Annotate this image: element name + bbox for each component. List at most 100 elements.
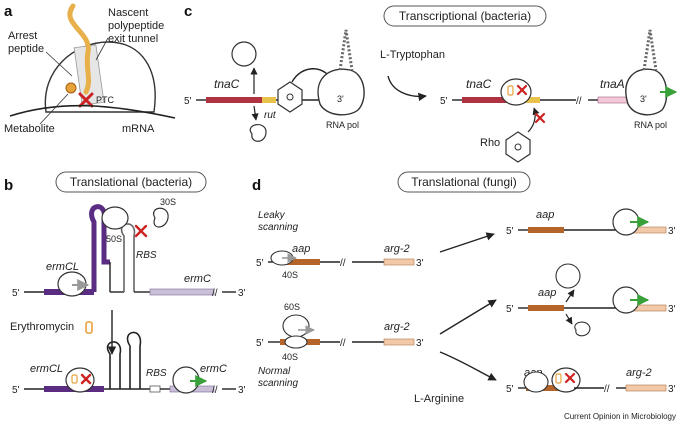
d-leaky-arg2-bar	[383, 258, 415, 266]
b-top-block-icon	[134, 224, 148, 238]
label-arrest-peptide: Arrest peptide	[8, 30, 44, 55]
d-leaky-three-prime: 3'	[416, 258, 424, 269]
d-r3-block-icon	[564, 372, 576, 384]
d-normal-gap-marks: //	[340, 338, 346, 349]
panel-d: d Translational (fungi) Leaky scanning 5…	[252, 171, 676, 405]
c-right-tnaa-label: tnaA	[600, 77, 625, 91]
c-right-ribosome-block-icon	[516, 84, 528, 96]
d-normal-outcome-arrow-up	[439, 299, 497, 335]
d-normal-60s-subunit	[282, 314, 310, 338]
c-right-tryptophan-icon	[507, 85, 514, 96]
d-r3-arg2-bar	[625, 384, 667, 392]
b-erythromycin-icon	[85, 321, 93, 334]
d-r3-arginine-icon	[555, 373, 562, 384]
panel-c-letter: c	[184, 3, 192, 20]
c-left-rut-site	[262, 97, 276, 103]
d-r2-aap-label: aap	[538, 287, 556, 299]
b-bot-stem-loop-2	[126, 331, 142, 389]
d-normal-label: Normal scanning	[258, 366, 298, 389]
d-normal-five-prime: 5'	[256, 338, 264, 349]
d-leaky-arg2-label: arg-2	[384, 243, 410, 255]
c-right-tnac-label: tnaC	[466, 77, 492, 91]
d-r1-aap-label: aap	[536, 209, 554, 221]
label-exit-tunnel: Nascent polypeptide exit tunnel	[108, 7, 167, 45]
c-right-five-prime: 5'	[440, 96, 448, 107]
label-ptc: PTC	[96, 95, 115, 105]
d-r2-release-arrow-up	[565, 289, 575, 303]
d-r1-three-prime: 3'	[668, 226, 676, 237]
panel-b-letter: b	[4, 177, 13, 194]
mrna-strand	[9, 104, 176, 119]
panel-a: a Arrest peptide Nascent polypeptide exi…	[4, 3, 176, 135]
d-r1-aap-bar	[528, 227, 564, 233]
b-bot-ribosome	[65, 367, 95, 393]
c-released-subunit-bottom	[249, 124, 267, 142]
c-left-rnapol-label: RNA pol	[326, 120, 359, 130]
b-top-stem-loop-2	[120, 223, 136, 292]
b-bot-block-icon	[80, 373, 92, 385]
leader-metabolite	[39, 93, 69, 125]
d-r2-released-60s	[555, 263, 581, 289]
d-normal-40s-subunit	[284, 335, 308, 349]
b-30s-label: 30S	[160, 197, 176, 207]
d-r2-five-prime: 5'	[506, 304, 514, 315]
panel-c-title-pill: Transcriptional (bacteria)	[383, 5, 547, 27]
d-leaky-40s-label: 40S	[282, 270, 298, 280]
d-leaky-five-prime: 5'	[256, 258, 264, 269]
b-top-five-prime: 5'	[12, 288, 20, 299]
b-bot-rbs-box	[149, 385, 161, 393]
c-right-rut-site	[526, 97, 540, 103]
c-rho-label: Rho	[480, 137, 500, 149]
b-top-three-prime: 3'	[238, 288, 246, 299]
c-left-three-prime: 3'	[337, 94, 344, 104]
ptc-block-icon	[78, 92, 94, 108]
b-top-ermcl-label: ermCL	[46, 261, 79, 273]
c-left-rho-core	[286, 93, 294, 101]
panel-a-letter: a	[4, 3, 13, 20]
c-left-dna-helix	[338, 29, 354, 71]
d-normal-outcome-arrow-down	[439, 351, 497, 381]
leader-exit-tunnel	[95, 37, 109, 61]
b-top-ermc-bar	[149, 288, 215, 296]
panel-b-title: Translational (bacteria)	[70, 175, 192, 189]
d-normal-arg2-label: arg-2	[384, 321, 410, 333]
c-rho-binding-arrow	[527, 107, 540, 133]
d-r3-aap-bar	[526, 385, 574, 391]
arrest-peptide-chain	[67, 3, 91, 95]
b-bot-gap-marks: //	[212, 385, 218, 396]
c-right-tnac-bar	[462, 97, 526, 103]
d-leaky-gap-marks: //	[340, 258, 346, 269]
panel-c: c Transcriptional (bacteria) 5' tnaC rut…	[184, 3, 678, 163]
c-ltrp-label: L-Tryptophan	[380, 49, 445, 61]
panel-d-title-pill: Translational (fungi)	[397, 171, 531, 193]
panel-c-title: Transcriptional (bacteria)	[399, 9, 531, 23]
c-left-rut-label: rut	[264, 110, 277, 121]
d-r3-three-prime: 3'	[668, 384, 676, 395]
c-release-arrow-down	[251, 105, 259, 121]
d-leaky-aap-label: aap	[292, 243, 310, 255]
d-r2-aap-bar	[528, 305, 564, 311]
d-normal-arg2-bar	[383, 338, 415, 346]
b-bot-three-prime: 3'	[238, 385, 246, 396]
b-bot-rbs-label: RBS	[146, 368, 167, 379]
d-r2-release-arrow-down	[565, 313, 573, 325]
c-left-rna-polymerase	[317, 68, 365, 116]
b-50s-subunit	[101, 206, 129, 230]
d-r1-five-prime: 5'	[506, 226, 514, 237]
d-normal-40s-label: 40S	[282, 352, 298, 362]
b-erythromycin-label: Erythromycin	[10, 321, 74, 333]
c-right-dna-helix	[642, 29, 658, 71]
d-normal-60s-label: 60S	[284, 302, 300, 312]
c-right-stalled-ribosome	[500, 78, 532, 106]
c-transition-arrow	[387, 75, 427, 102]
c-left-tnac-bar	[206, 97, 262, 103]
d-r3-queued-ribosome	[523, 371, 549, 393]
b-bot-erythromycin-icon	[71, 374, 78, 384]
d-r3-arg2-label: arg-2	[626, 367, 652, 379]
c-right-rna-polymerase	[625, 68, 668, 116]
metabolite-dot	[65, 82, 77, 94]
c-right-three-prime: 3'	[640, 94, 647, 104]
leader-arrest-peptide	[45, 51, 73, 77]
d-leaky-outcome-arrow	[439, 232, 495, 253]
b-bot-ermc-label: ermC	[200, 363, 227, 375]
